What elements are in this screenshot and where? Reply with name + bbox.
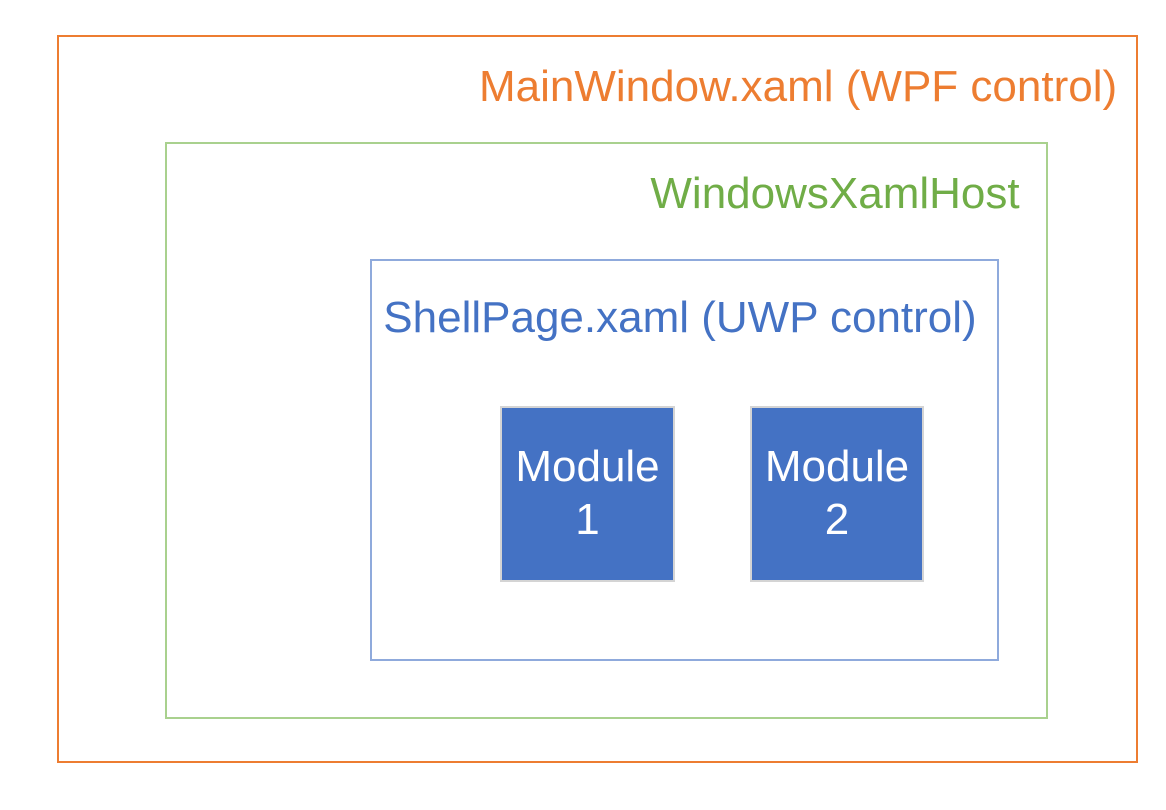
shellpage-label: ShellPage.xaml (UWP control)	[383, 293, 977, 342]
module-1-box: Module 1	[500, 406, 675, 582]
mainwindow-label: MainWindow.xaml (WPF control)	[479, 62, 1118, 111]
mainwindow-box: MainWindow.xaml (WPF control) WindowsXam…	[57, 35, 1138, 763]
module-2-box: Module 2	[750, 406, 924, 582]
windowsxamlhost-label: WindowsXamlHost	[650, 169, 1020, 218]
module-2-label: Module 2	[764, 442, 910, 544]
shellpage-box: ShellPage.xaml (UWP control) Module 1 Mo…	[370, 259, 999, 661]
module-1-label: Module 1	[515, 442, 660, 544]
windowsxamlhost-box: WindowsXamlHost ShellPage.xaml (UWP cont…	[165, 142, 1048, 719]
